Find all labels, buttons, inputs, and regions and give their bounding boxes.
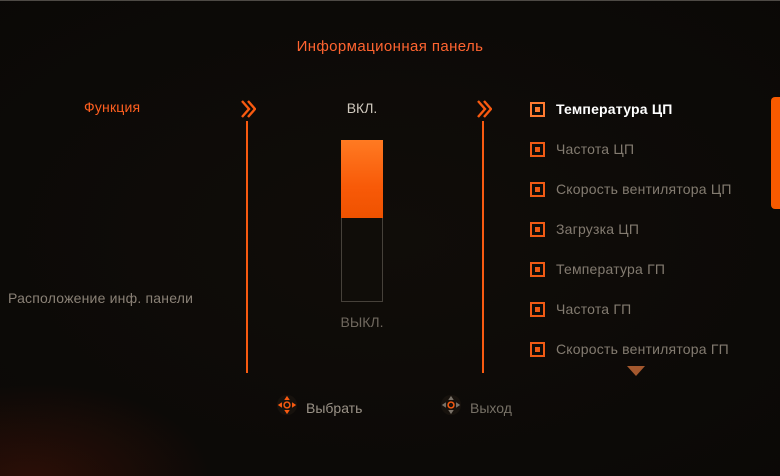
toggle-off-label: ВЫКЛ. [340,314,384,330]
hint-select: Выбрать [276,394,362,421]
list-item-cpu-fan-speed[interactable]: Скорость вентилятора ЦП [530,169,732,209]
checkbox-square-icon [530,341,545,357]
divider-line [482,121,484,373]
list-item-cpu-frequency[interactable]: Частота ЦП [530,129,732,169]
divider-line [246,121,248,373]
sensor-option-list: Температура ЦП Частота ЦП Скорость венти… [530,89,732,369]
dpad-icon [440,394,462,421]
menu-item-dashboard-location[interactable]: Расположение инф. панели [8,290,194,306]
checkbox-square-icon [530,101,545,117]
chevron-right-icon [476,99,493,124]
toggle-fill [341,140,383,218]
side-accent-tab [771,97,780,209]
list-item-cpu-temperature[interactable]: Температура ЦП [530,89,732,129]
checkbox-square-icon [530,301,545,317]
chevron-right-icon [240,99,257,124]
list-item-gpu-frequency[interactable]: Частота ГП [530,289,732,329]
checkbox-square-icon [530,181,545,197]
hint-select-label: Выбрать [306,399,363,416]
hint-exit-label: Выход [470,399,512,416]
checkbox-square-icon [530,221,545,237]
checkbox-square-icon [530,261,545,277]
checkbox-square-icon [530,141,545,157]
hint-exit: Выход [440,394,512,421]
scroll-down-arrow-icon[interactable] [627,366,645,376]
list-item-cpu-load[interactable]: Загрузка ЦП [530,209,732,249]
toggle-on-label: ВКЛ. [346,100,378,116]
list-item-gpu-fan-speed[interactable]: Скорость вентилятора ГП [530,329,732,369]
menu-item-function[interactable]: Функция [84,99,141,115]
dpad-icon [276,394,298,421]
on-off-toggle-slider[interactable] [341,140,383,302]
page-title: Информационная панель [296,38,484,55]
list-item-gpu-temperature[interactable]: Температура ГП [530,249,732,289]
